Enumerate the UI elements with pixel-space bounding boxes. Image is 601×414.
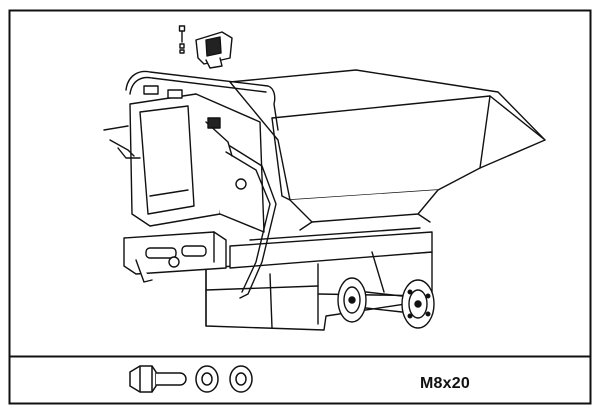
control-tower	[129, 85, 265, 233]
washer-icon	[229, 365, 253, 393]
washer-icon	[195, 365, 219, 393]
hardware-size-label: M8x20	[420, 375, 470, 392]
mount-bracket-icon	[195, 31, 233, 69]
hopper-bucket	[229, 69, 546, 231]
bolt-icon	[129, 365, 187, 393]
axle-assembly	[317, 251, 435, 329]
hardware-parts	[129, 365, 253, 393]
machine-illustration	[103, 25, 546, 331]
exploded-screw-icon	[178, 25, 186, 54]
handle-rails	[103, 70, 279, 299]
rear-bumper	[123, 231, 227, 283]
